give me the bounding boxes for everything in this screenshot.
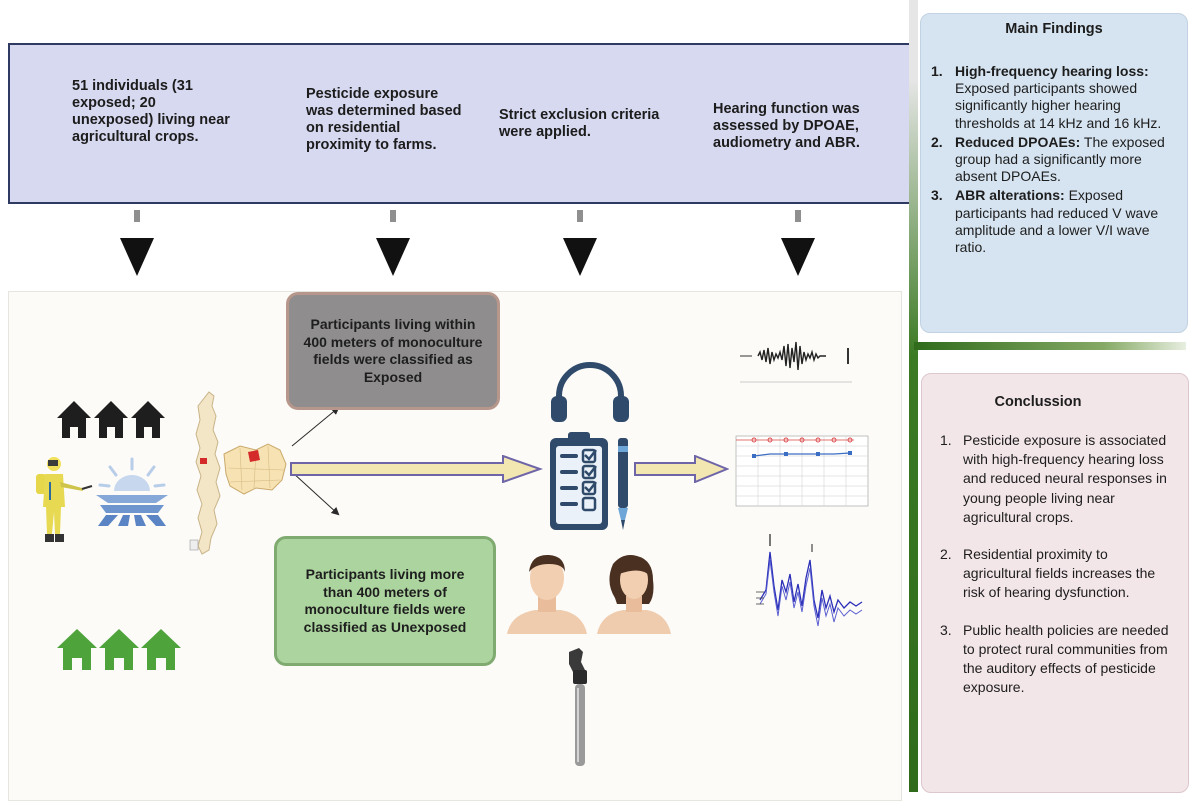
audiogram-icon (734, 432, 870, 512)
participant-faces-icon (505, 552, 675, 634)
finding-text: The exposed group had a significantly mo… (955, 133, 1165, 185)
house-icon (55, 398, 170, 440)
flow-arrow (290, 455, 543, 483)
main-findings-card: Main Findings 1. High-frequency hearing l… (920, 13, 1188, 333)
conclusion-card: Conclussion 1. Pesticide exposure is asso… (921, 373, 1189, 793)
down-arrow (117, 210, 157, 278)
down-arrow (778, 210, 818, 278)
conclusion-text: Public health policies are needed to pro… (963, 621, 1169, 696)
step-exclusion: Strict exclusion criteria were applied. (499, 107, 660, 140)
conclusion-title: Conclussion (994, 394, 1082, 410)
house-icon (55, 626, 185, 672)
finding-number: 2. (931, 133, 943, 150)
down-arrow (373, 210, 413, 278)
chile-map-icon (184, 390, 292, 558)
pen-icon (615, 438, 631, 534)
conclusion-number: 2. (940, 546, 952, 563)
conclusion-number: 3. (940, 621, 952, 638)
study-design-banner: 51 individuals (31 exposed; 20 unexposed… (8, 43, 911, 204)
otoscope-icon (565, 648, 595, 770)
headphones-icon (547, 360, 633, 424)
findings-title: Main Findings (1005, 21, 1103, 37)
finding-item: 1. High-frequency hearing loss: Exposed p… (931, 63, 1181, 132)
finding-heading: ABR alterations: (955, 187, 1065, 204)
conclusion-item: 2. Residential proximity to agricultural … (940, 545, 1174, 603)
findings-list: 1. High-frequency hearing loss: Exposed p… (931, 63, 1181, 258)
conclusion-item: 3. Public health policies are needed to p… (940, 621, 1174, 698)
abr-wave-icon (752, 530, 864, 638)
flow-arrow (634, 455, 729, 483)
conclusion-number: 1. (940, 432, 952, 448)
side-divider (914, 342, 1186, 350)
finding-heading: Reduced DPOAEs: (955, 133, 1081, 150)
finding-text: Exposed participants had reduced V wave … (955, 187, 1159, 256)
step-hearing-assessment: Hearing function was assessed by DPOAE, … (713, 101, 860, 151)
finding-number: 1. (931, 63, 943, 79)
checklist-clipboard-icon (548, 432, 612, 532)
step-participants: 51 individuals (31 exposed; 20 unexposed… (72, 78, 230, 145)
finding-text: Exposed participants showed significantl… (955, 80, 1162, 131)
side-rail (909, 0, 918, 792)
down-arrow (560, 210, 600, 278)
exposed-group-box: Participants living within 400 meters of… (286, 292, 500, 410)
sun-field-icon (96, 455, 168, 527)
finding-item: 3. ABR alterations: Exposed participants … (931, 187, 1181, 256)
conclusion-list: 1. Pesticide exposure is associated with … (940, 431, 1174, 715)
finding-item: 2. Reduced DPOAEs: The exposed group had … (931, 134, 1181, 186)
conclusion-item: 1. Pesticide exposure is associated with … (940, 431, 1174, 527)
branch-arrows (291, 406, 340, 516)
unexposed-group-box: Participants living more than 400 meters… (274, 536, 496, 666)
step-exposure: Pesticide exposure was determined based … (306, 86, 462, 153)
conclusion-text: Pesticide exposure is associated with hi… (963, 432, 1167, 525)
finding-heading: High-frequency hearing loss: (955, 63, 1149, 79)
conclusion-text: Residential proximity to agricultural fi… (963, 546, 1156, 601)
dpoae-waveform-icon (736, 340, 856, 384)
finding-number: 3. (931, 187, 943, 204)
pesticide-sprayer-icon (30, 452, 94, 547)
